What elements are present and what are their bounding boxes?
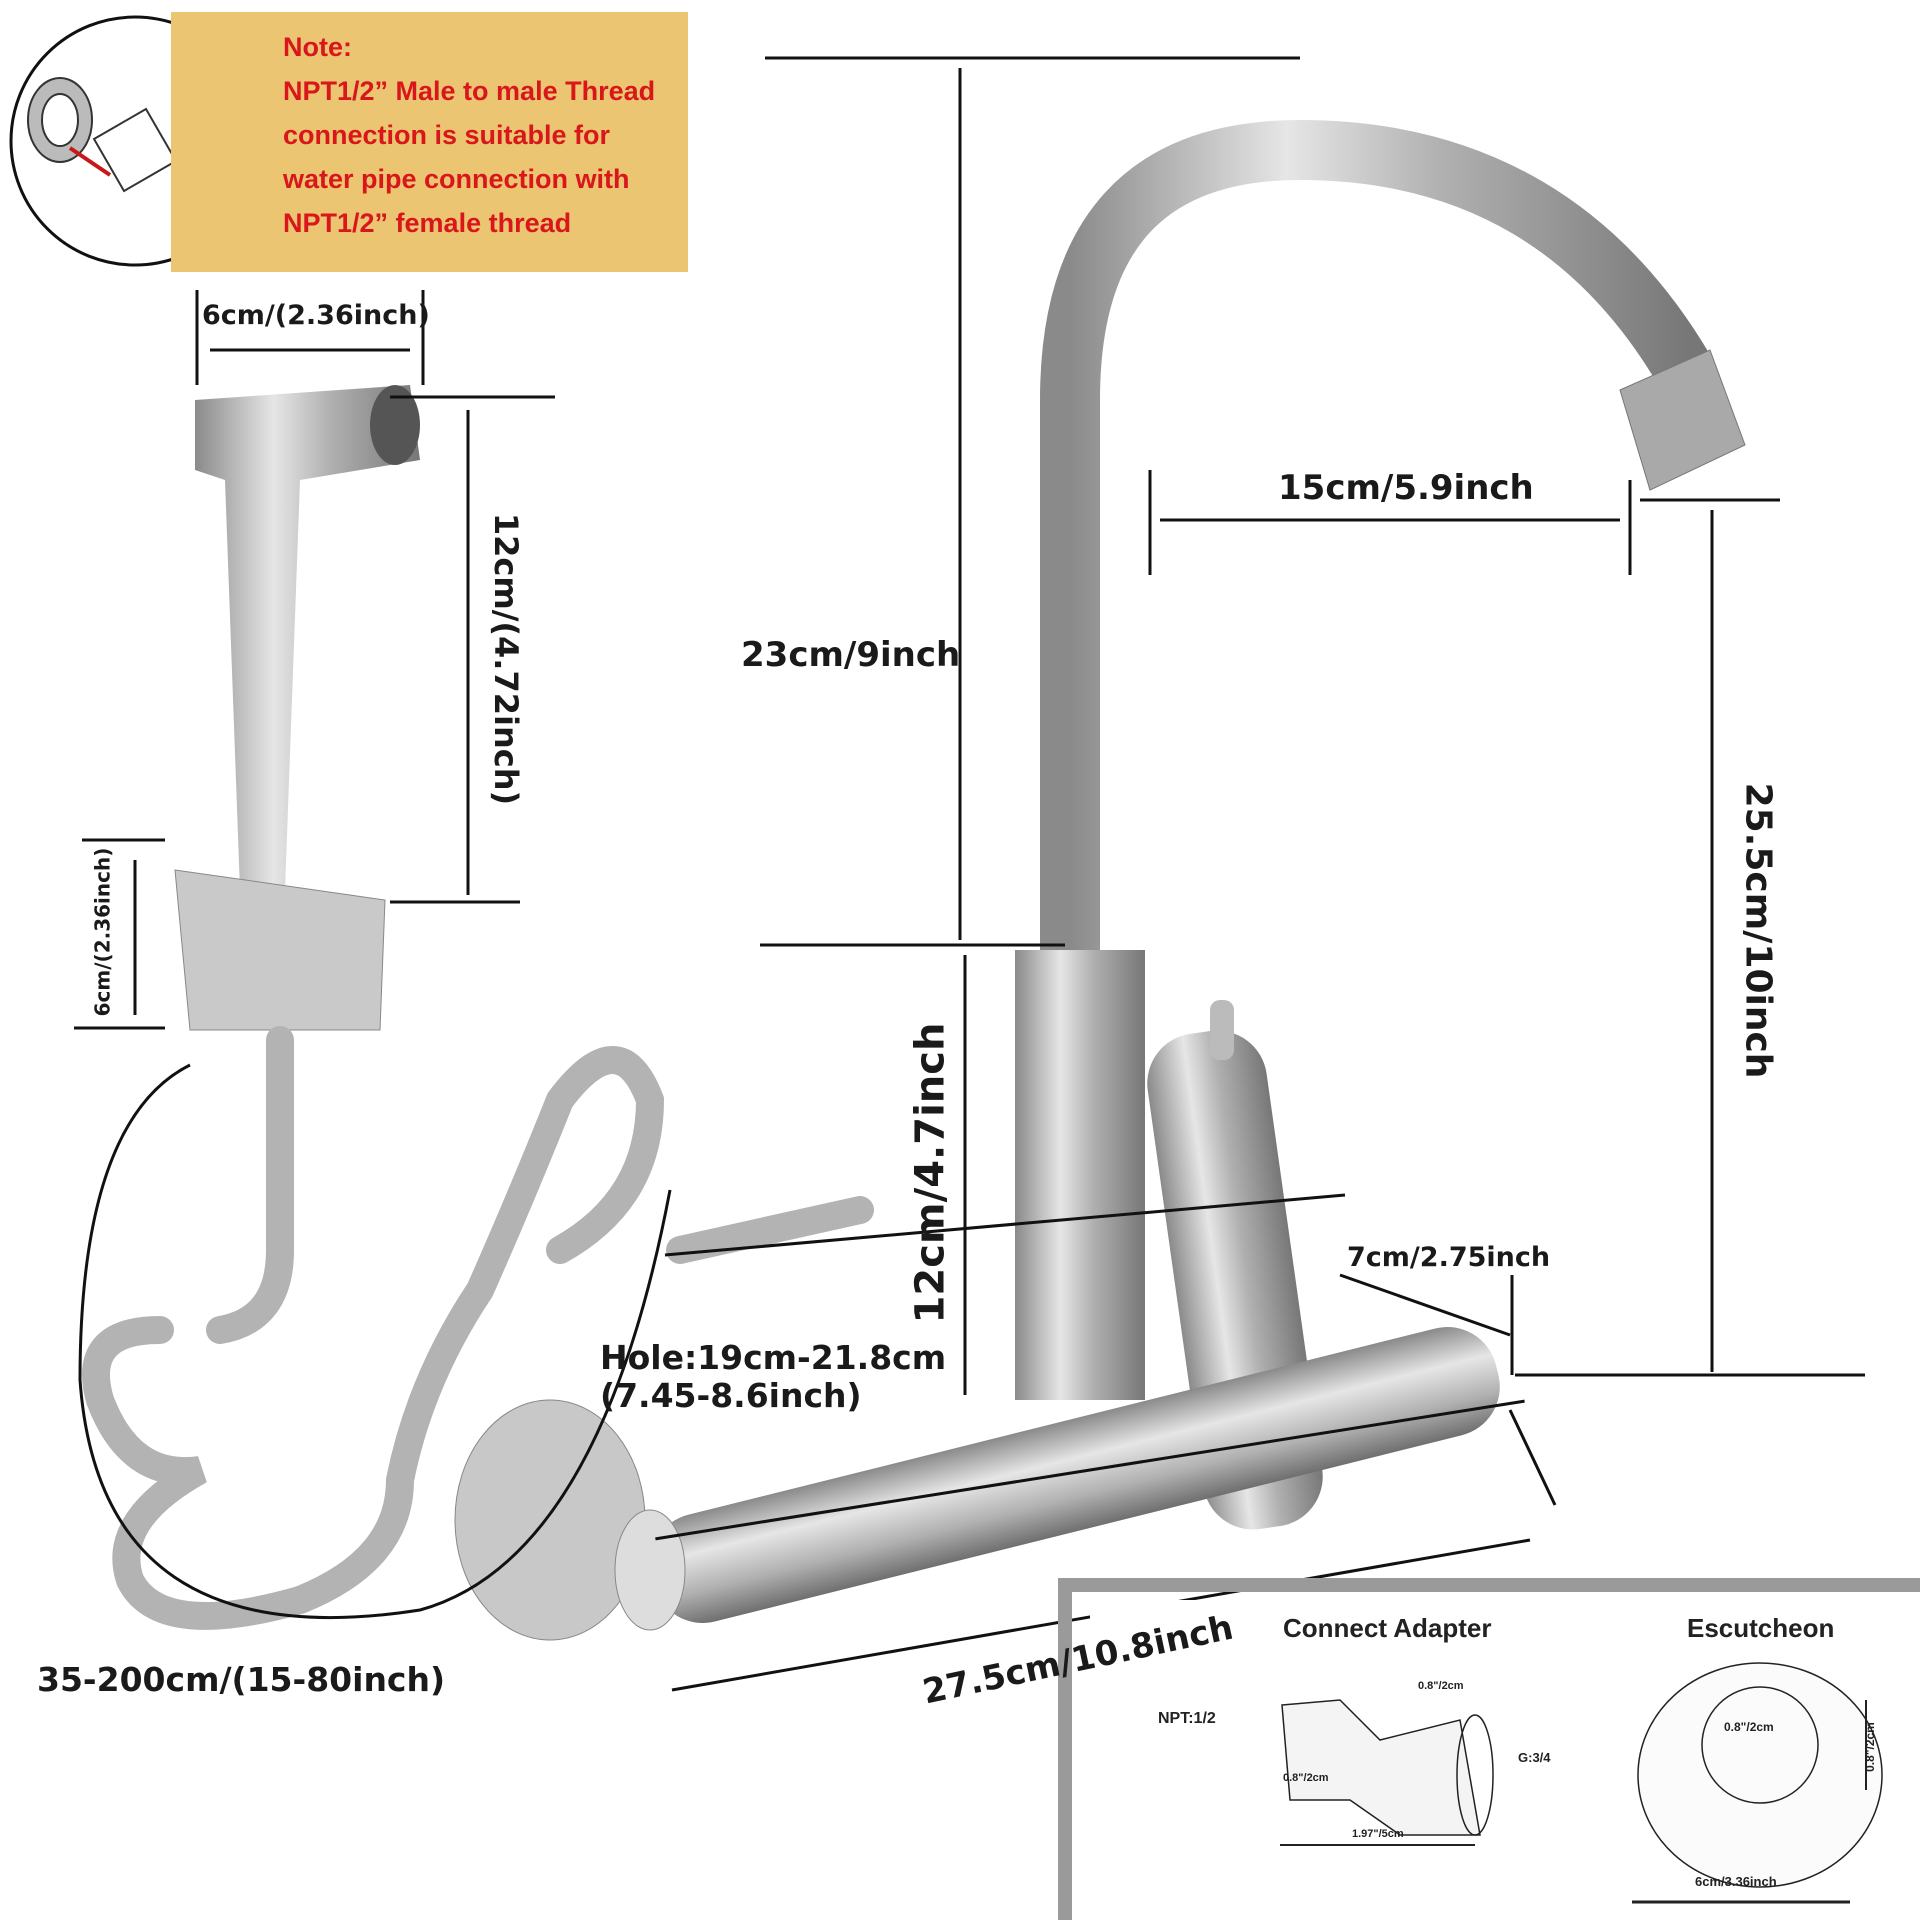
spout-height-label: 23cm/9inch: [741, 635, 961, 675]
connect-adapter-title: Connect Adapter: [1283, 1613, 1492, 1643]
escutcheon-inner-label: 0.8"/2cm: [1724, 1720, 1774, 1734]
hand-shower-width-label: 6cm/(2.36inch): [202, 300, 430, 331]
note-title: Note:: [283, 32, 352, 62]
escutcheon-diameter-label: 6cm/3.36inch: [1695, 1874, 1777, 1889]
wall-depth-label: 7cm/2.75inch: [1347, 1242, 1551, 1273]
adapter-g-label: G:3/4: [1518, 1750, 1551, 1765]
inset-frame: [1058, 1578, 1920, 1920]
adapter-top-length: 0.8"/2cm: [1418, 1680, 1464, 1692]
escutcheon-height-label: 0.8"/2cm: [1862, 1722, 1877, 1772]
note-line: NPT1/2” Male to male Thread: [283, 76, 656, 106]
note-line: water pipe connection with: [283, 164, 630, 194]
hole-range-label: Hole:19cm-21.8cm: [600, 1338, 947, 1377]
total-height-label: 25.5cm/10inch: [1737, 782, 1779, 1079]
dimension-lines: [74, 56, 1865, 1692]
note-line: connection is suitable for: [283, 120, 611, 150]
adapter-bottom-length: 0.8"/2cm: [1283, 1772, 1329, 1784]
adapter-total-length: 1.97"/5cm: [1352, 1828, 1404, 1840]
hose-length-label: 35-200cm/(15-80inch): [37, 1660, 446, 1699]
adapter-npt-label: NPT:1/2: [1158, 1710, 1216, 1727]
hole-range-inch-label: (7.45-8.6inch): [600, 1376, 862, 1415]
spout-reach-label: 15cm/5.9inch: [1278, 468, 1534, 508]
body-height-label: 12cm/4.7inch: [907, 1022, 954, 1324]
hand-shower-height-label: 12cm/(4.72inch): [487, 512, 526, 806]
escutcheon-title: Escutcheon: [1687, 1613, 1835, 1643]
note-line: NPT1/2” female thread: [283, 208, 572, 238]
holder-height-label: 6cm/(2.36inch): [90, 847, 115, 1017]
note-box: Note: NPT1/2” Male to male Thread connec…: [171, 12, 688, 272]
